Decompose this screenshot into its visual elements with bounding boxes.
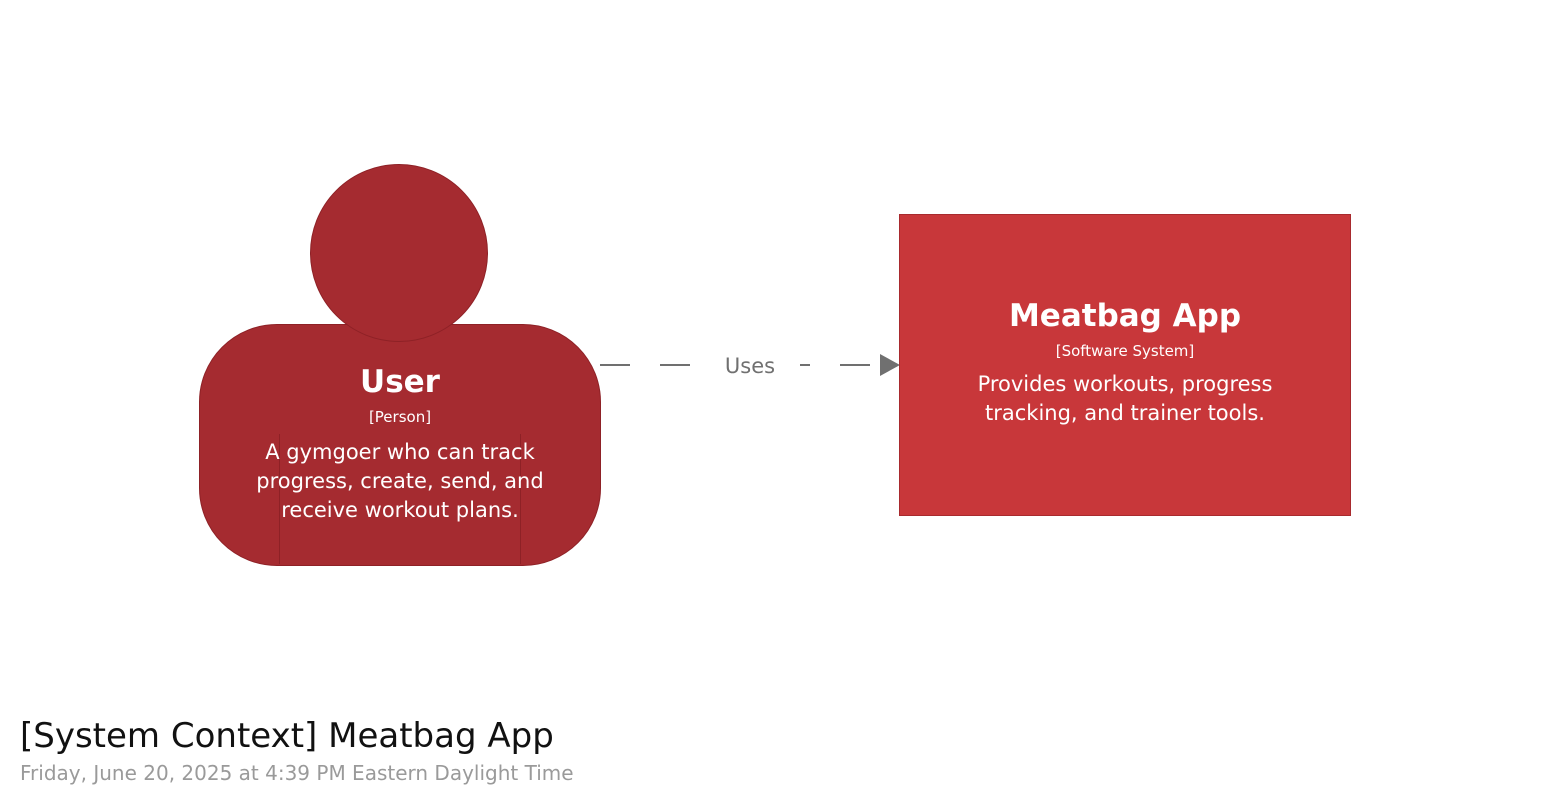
diagram-date: Friday, June 20, 2025 at 4:39 PM Eastern… bbox=[20, 761, 574, 785]
person-arm-divider-left bbox=[279, 434, 280, 564]
system-description: Provides workouts, progress tracking, an… bbox=[977, 372, 1273, 425]
relationship-label: Uses bbox=[700, 352, 800, 380]
user-name: User bbox=[360, 364, 440, 400]
diagram-title: [System Context] Meatbag App bbox=[20, 716, 554, 756]
person-head-shape[interactable] bbox=[310, 164, 488, 342]
person-arm-divider-right bbox=[520, 434, 521, 564]
meatbag-app-element[interactable]: Meatbag App [Software System] Provides w… bbox=[899, 294, 1351, 428]
user-element[interactable]: User [Person] A gymgoer who can track pr… bbox=[199, 360, 601, 525]
system-name: Meatbag App bbox=[1008, 298, 1242, 334]
arrowhead-icon bbox=[880, 354, 900, 376]
user-description: A gymgoer who can track progress, create… bbox=[256, 440, 544, 522]
user-type: [Person] bbox=[368, 408, 432, 426]
system-type: [Software System] bbox=[1055, 342, 1195, 360]
person-body-shape[interactable] bbox=[199, 324, 601, 566]
software-system-box[interactable] bbox=[899, 214, 1351, 516]
